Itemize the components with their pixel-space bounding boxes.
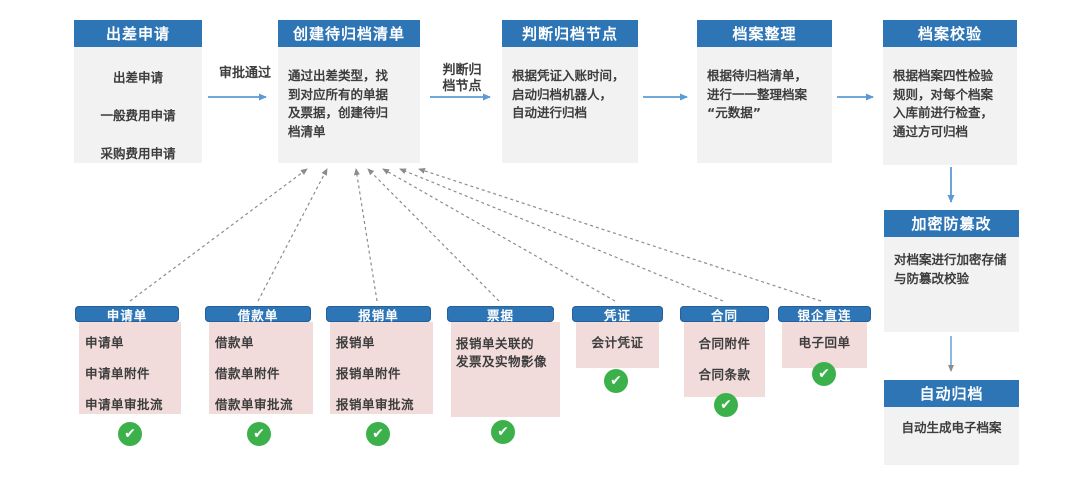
source-box-bank-direct-body: 电子回单 xyxy=(782,322,867,368)
source-box-voucher-title: 凭证 xyxy=(572,306,663,323)
body-line: 根据档案四性检验 xyxy=(893,68,994,83)
source-item: 报销单 xyxy=(336,335,376,350)
flow-box-title: 判断归档节点 xyxy=(502,20,638,47)
source-item: 申请单 xyxy=(85,335,125,350)
source-box-contract-body: 合同附件 合同条款 xyxy=(684,322,765,397)
source-item: 发票及实物影像 xyxy=(456,354,548,369)
source-item: 合同附件 xyxy=(698,336,751,351)
flow-box-title: 加密防篡改 xyxy=(884,210,1019,237)
body-line: 通过方可归档 xyxy=(893,123,969,139)
body-line: 进行一一整理档案 xyxy=(707,86,808,102)
dashed-arrow-loan xyxy=(257,168,328,302)
body-line: 自动生成电子档案 xyxy=(901,420,1002,435)
flow-box-trip-request: 出差申请 出差申请 一般费用申请 采购费用申请 xyxy=(74,20,202,163)
source-box-bills-title: 票据 xyxy=(447,306,554,323)
check-icon: ✔ xyxy=(714,393,738,417)
check-icon: ✔ xyxy=(491,420,515,444)
source-item: 借款单附件 xyxy=(215,366,281,381)
source-box-reimbursement-form-body: 报销单 报销单附件 报销单审批流 xyxy=(330,322,433,414)
flow-box-auto-archive: 自动归档 自动生成电子档案 xyxy=(884,380,1019,465)
source-box-bills-body: 报销单关联的 发票及实物影像 xyxy=(451,322,560,417)
source-item: 报销单关联的 xyxy=(456,336,535,351)
body-line: 根据待归档清单， xyxy=(707,68,808,83)
body-line: 及票据，创建待归 xyxy=(288,105,389,120)
source-item: 会计凭证 xyxy=(591,335,644,350)
body-line: 入库前进行检查， xyxy=(893,105,994,120)
body-line: 规则，对每个档案 xyxy=(893,86,994,102)
body-line: 自动进行归档 xyxy=(512,105,588,120)
source-item: 电子回单 xyxy=(798,335,851,350)
flow-box-archive-verify: 档案校验 根据档案四性检验 规则，对每个档案 入库前进行检查， 通过方可归档 xyxy=(883,20,1017,165)
flow-box-title: 自动归档 xyxy=(884,380,1019,407)
flow-box-encrypt-tamperproof: 加密防篡改 对档案进行加密存储 与防篡改校验 xyxy=(884,210,1019,332)
source-item: 借款单 xyxy=(215,335,255,350)
flow-box-body: 根据档案四性检验 规则，对每个档案 入库前进行检查， 通过方可归档 xyxy=(883,47,1017,141)
body-line: 根据凭证入账时间， xyxy=(512,68,625,83)
source-box-bank-direct-title: 银企直连 xyxy=(778,306,871,323)
dashed-arrow-bills xyxy=(367,168,500,302)
dashed-arrow-contract xyxy=(399,168,724,302)
check-icon: ✔ xyxy=(118,422,142,446)
check-icon: ✔ xyxy=(812,362,836,386)
flow-box-title: 档案整理 xyxy=(697,20,832,47)
flow-box-body: 出差申请 一般费用申请 采购费用申请 xyxy=(74,47,202,162)
dashed-arrow-bank-direct xyxy=(418,168,822,302)
source-box-reimbursement-form-title: 报销单 xyxy=(326,306,431,323)
body-line: 启动归档机器人， xyxy=(512,86,613,102)
body-line: 一般费用申请 xyxy=(100,108,176,123)
flow-box-body: 根据待归档清单， 进行一一整理档案 “元数据” xyxy=(697,47,832,123)
dashed-arrow-reimbursement xyxy=(353,168,378,302)
flow-box-body: 对档案进行加密存储 与防篡改校验 xyxy=(884,237,1019,288)
source-item: 申请单审批流 xyxy=(85,397,164,412)
flow-box-title: 创建待归档清单 xyxy=(278,20,420,47)
check-icon: ✔ xyxy=(604,369,628,393)
flow-box-body: 通过出差类型，找 到对应所有的单据 及票据，创建待归 档清单 xyxy=(278,47,420,141)
edge-label-judge-node: 判断归档节点 xyxy=(442,63,482,94)
check-icon: ✔ xyxy=(247,422,271,446)
flow-box-judge-archive-node: 判断归档节点 根据凭证入账时间， 启动归档机器人， 自动进行归档 xyxy=(502,20,638,163)
source-item: 合同条款 xyxy=(698,367,751,382)
flow-box-body: 根据凭证入账时间， 启动归档机器人， 自动进行归档 xyxy=(502,47,638,123)
flow-box-create-archive-list: 创建待归档清单 通过出差类型，找 到对应所有的单据 及票据，创建待归 档清单 xyxy=(278,20,420,163)
source-item: 借款单审批流 xyxy=(215,397,294,412)
body-line: 出差申请 xyxy=(112,70,163,85)
body-line: “元数据” xyxy=(707,105,761,120)
edge-label-approved: 审批通过 xyxy=(218,66,271,81)
body-line: 档清单 xyxy=(288,123,326,139)
source-box-contract-title: 合同 xyxy=(680,306,769,323)
flow-box-archive-organize: 档案整理 根据待归档清单， 进行一一整理档案 “元数据” xyxy=(697,20,832,163)
flow-box-title: 出差申请 xyxy=(74,20,202,47)
source-item: 报销单附件 xyxy=(336,366,402,381)
source-box-loan-form-title: 借款单 xyxy=(205,306,311,323)
body-line: 通过出差类型，找 xyxy=(288,68,389,83)
source-box-application-form-title: 申请单 xyxy=(75,306,179,323)
check-icon: ✔ xyxy=(366,422,390,446)
source-box-voucher-body: 会计凭证 xyxy=(576,322,659,368)
body-line: 采购费用申请 xyxy=(100,146,176,161)
body-line: 与防篡改校验 xyxy=(894,270,970,286)
dashed-arrow-voucher xyxy=(382,168,616,302)
source-item: 申请单附件 xyxy=(85,366,151,381)
source-box-application-form-body: 申请单 申请单附件 申请单审批流 xyxy=(79,322,181,414)
body-line: 对档案进行加密存储 xyxy=(894,252,1007,267)
source-item: 报销单审批流 xyxy=(336,397,415,412)
flow-box-title: 档案校验 xyxy=(883,20,1017,47)
source-box-loan-form-body: 借款单 借款单附件 借款单审批流 xyxy=(209,322,313,414)
dashed-arrow-application xyxy=(129,168,308,302)
body-line: 到对应所有的单据 xyxy=(288,86,389,102)
flow-box-body: 自动生成电子档案 xyxy=(884,407,1019,438)
